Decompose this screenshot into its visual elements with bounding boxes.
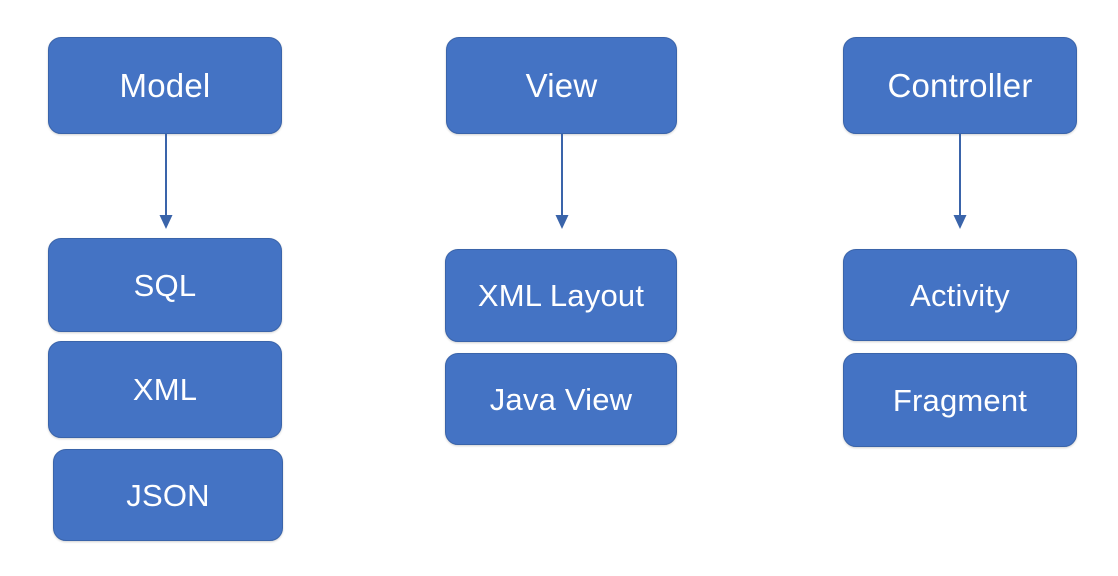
node-label-activity: Activity xyxy=(910,277,1010,313)
node-model[interactable]: Model xyxy=(48,37,282,134)
node-json[interactable]: JSON xyxy=(53,449,283,541)
arrow-down-icon xyxy=(555,133,569,229)
connector-model-to-sql xyxy=(155,133,177,231)
node-label-model: Model xyxy=(119,67,211,104)
connector-controller-to-activity xyxy=(949,133,971,231)
node-label-sql: SQL xyxy=(133,267,197,303)
node-label-json: JSON xyxy=(126,477,210,513)
node-xml[interactable]: XML xyxy=(48,341,282,438)
node-label-controller: Controller xyxy=(887,67,1033,104)
node-sql[interactable]: SQL xyxy=(48,238,282,332)
node-label-xml: XML xyxy=(132,372,198,407)
arrow-down-icon xyxy=(953,133,967,229)
node-view[interactable]: View xyxy=(446,37,677,134)
node-label-java-view: Java View xyxy=(489,381,633,417)
node-activity[interactable]: Activity xyxy=(843,249,1077,341)
node-fragment[interactable]: Fragment xyxy=(843,353,1077,447)
connector-view-to-xml-layout xyxy=(551,133,573,231)
node-label-view: View xyxy=(525,67,598,104)
arrow-down-icon xyxy=(159,133,173,229)
node-label-fragment: Fragment xyxy=(892,382,1028,418)
node-label-xml-layout: XML Layout xyxy=(477,278,645,313)
node-xml-layout[interactable]: XML Layout xyxy=(445,249,677,342)
node-controller[interactable]: Controller xyxy=(843,37,1077,134)
node-java-view[interactable]: Java View xyxy=(445,353,677,445)
